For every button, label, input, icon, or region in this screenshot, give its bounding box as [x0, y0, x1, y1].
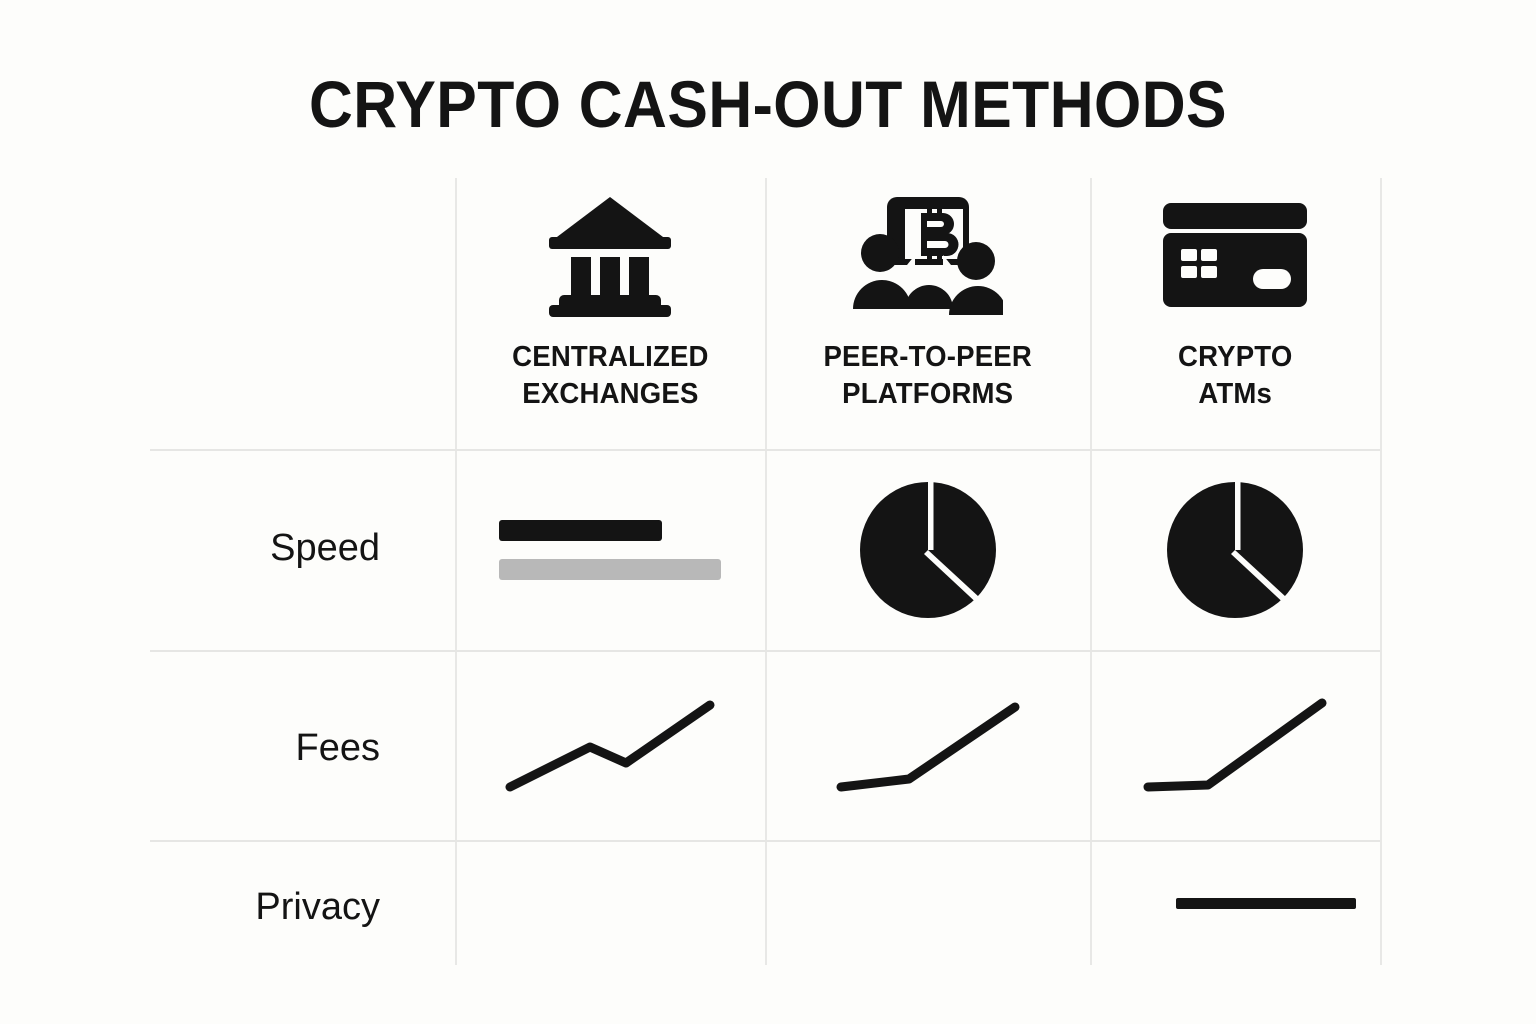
row-label-fees: Fees [295, 727, 380, 769]
cell-speed-crypto-atms [1090, 452, 1380, 648]
header-label-line2: EXCHANGES [521, 378, 699, 411]
line-chart [505, 700, 715, 792]
header-label-line1: CENTRALIZED [511, 341, 709, 373]
row-label-privacy: Privacy [255, 886, 380, 928]
bank-icon [545, 185, 675, 325]
gridline-vertical-2 [765, 178, 767, 965]
cell-fees-peer-to-peer-platforms [765, 652, 1090, 838]
payment-card-icon [1163, 185, 1307, 325]
gridline-horizontal-3 [150, 840, 1380, 842]
cell-privacy-crypto-atms [1090, 842, 1380, 964]
column-header-label: PEER-TO-PEER PLATFORMS [823, 339, 1031, 413]
cell-speed-peer-to-peer-platforms [765, 452, 1090, 648]
cell-speed-centralized-exchanges [455, 452, 765, 648]
people-exchange-bitcoin-icon [852, 185, 1003, 325]
page-title: CRYPTO CASH-OUT METHODS [308, 67, 1228, 141]
line-chart [1143, 698, 1327, 792]
cell-privacy-centralized-exchanges [455, 842, 765, 964]
gridline-vertical-4 [1380, 178, 1382, 965]
column-header-centralized-exchanges: CENTRALIZED EXCHANGES [455, 185, 765, 440]
cell-fees-crypto-atms [1090, 652, 1380, 838]
pie-chart [859, 479, 996, 618]
header-label-line1: CRYPTO [1177, 341, 1293, 373]
bar-primary [1176, 897, 1356, 909]
header-label-line1: PEER-TO-PEER [823, 341, 1032, 373]
column-header-crypto-atms: CRYPTO ATMs [1090, 185, 1380, 440]
column-header-label: CRYPTO ATMs [1178, 339, 1292, 413]
cell-fees-centralized-exchanges [455, 652, 765, 838]
gridline-vertical-3 [1090, 178, 1092, 965]
column-header-peer-to-peer-platforms: PEER-TO-PEER PLATFORMS [765, 185, 1090, 440]
line-chart [836, 702, 1019, 792]
column-header-label: CENTRALIZED EXCHANGES [512, 339, 708, 413]
header-label-line2: PLATFORMS [841, 378, 1014, 411]
bar-primary [499, 520, 662, 541]
pie-chart [1167, 479, 1303, 618]
bar-secondary [499, 559, 721, 580]
row-label-speed: Speed [270, 527, 380, 569]
cell-privacy-peer-to-peer-platforms [765, 842, 1090, 964]
gridline-horizontal-2 [150, 650, 1380, 652]
gridline-horizontal-1 [150, 449, 1380, 451]
bar-pair-chart [499, 520, 721, 580]
header-label-line2: ATMs [1198, 378, 1272, 411]
gridline-vertical-1 [455, 178, 457, 965]
